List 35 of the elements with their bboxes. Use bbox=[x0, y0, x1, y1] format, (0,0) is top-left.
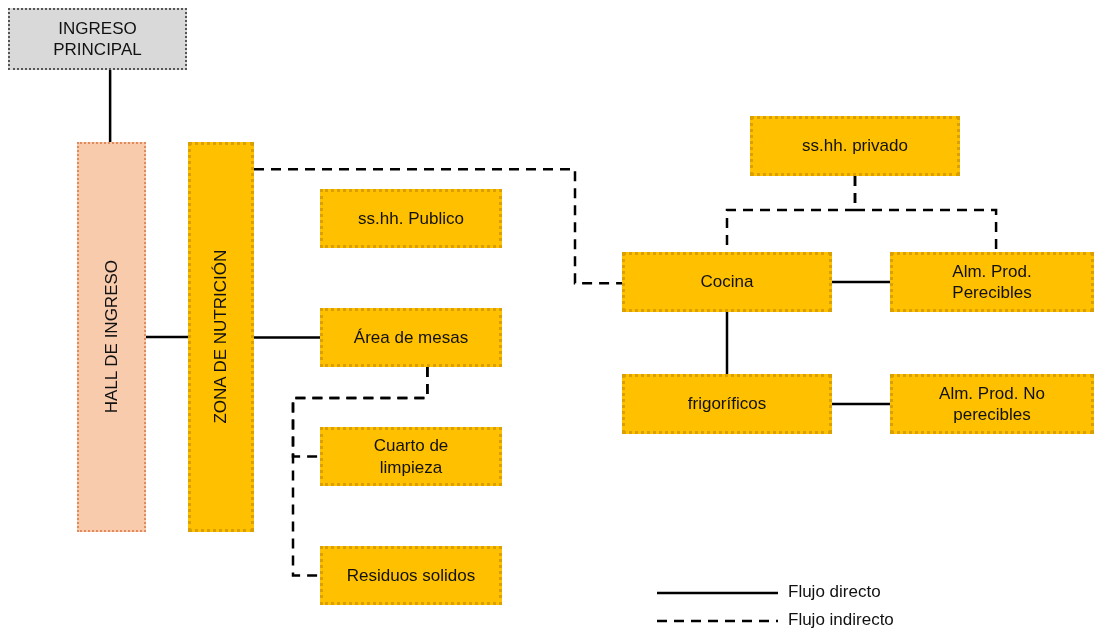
node-label: ss.hh. Publico bbox=[358, 207, 464, 230]
node-label: ZONA DE NUTRICIÓN bbox=[210, 250, 232, 424]
legend-label: Flujo directo bbox=[788, 582, 881, 602]
node-label: frigoríficos bbox=[687, 393, 767, 415]
area-box bbox=[750, 116, 960, 176]
entrance-box bbox=[8, 8, 187, 70]
connector-line bbox=[108, 68, 112, 142]
area-box bbox=[320, 546, 502, 605]
area-box bbox=[890, 374, 1094, 434]
connector-line bbox=[725, 312, 729, 374]
node-label: Área de mesas bbox=[353, 326, 469, 349]
area-box bbox=[622, 374, 832, 434]
zone-band bbox=[188, 142, 254, 532]
connector-line bbox=[146, 335, 188, 339]
node-label: INGRESO PRINCIPAL bbox=[52, 17, 143, 61]
area-box bbox=[320, 427, 502, 486]
connector-line bbox=[254, 168, 622, 285]
node-label: Residuos solidos bbox=[346, 564, 476, 587]
node-label: ss.hh. privado bbox=[802, 135, 908, 157]
node-label: HALL DE INGRESO bbox=[100, 260, 122, 414]
connector-line bbox=[832, 402, 890, 406]
area-box bbox=[320, 308, 502, 367]
area-box bbox=[890, 252, 1094, 312]
connector-line bbox=[853, 176, 998, 252]
node-label: Cuarto de limpieza bbox=[372, 435, 450, 478]
connector-line bbox=[832, 280, 890, 284]
node-label: Alm. Prod. Perecibles bbox=[951, 260, 1033, 304]
node-label: Alm. Prod. No perecibles bbox=[938, 382, 1046, 426]
connector-line bbox=[291, 367, 429, 577]
area-box bbox=[622, 252, 832, 312]
connector-line bbox=[252, 335, 320, 339]
legend-label: Flujo indirecto bbox=[788, 610, 894, 630]
node-label: Cocina bbox=[700, 271, 754, 293]
area-box bbox=[320, 189, 502, 248]
zone-band bbox=[77, 142, 146, 532]
